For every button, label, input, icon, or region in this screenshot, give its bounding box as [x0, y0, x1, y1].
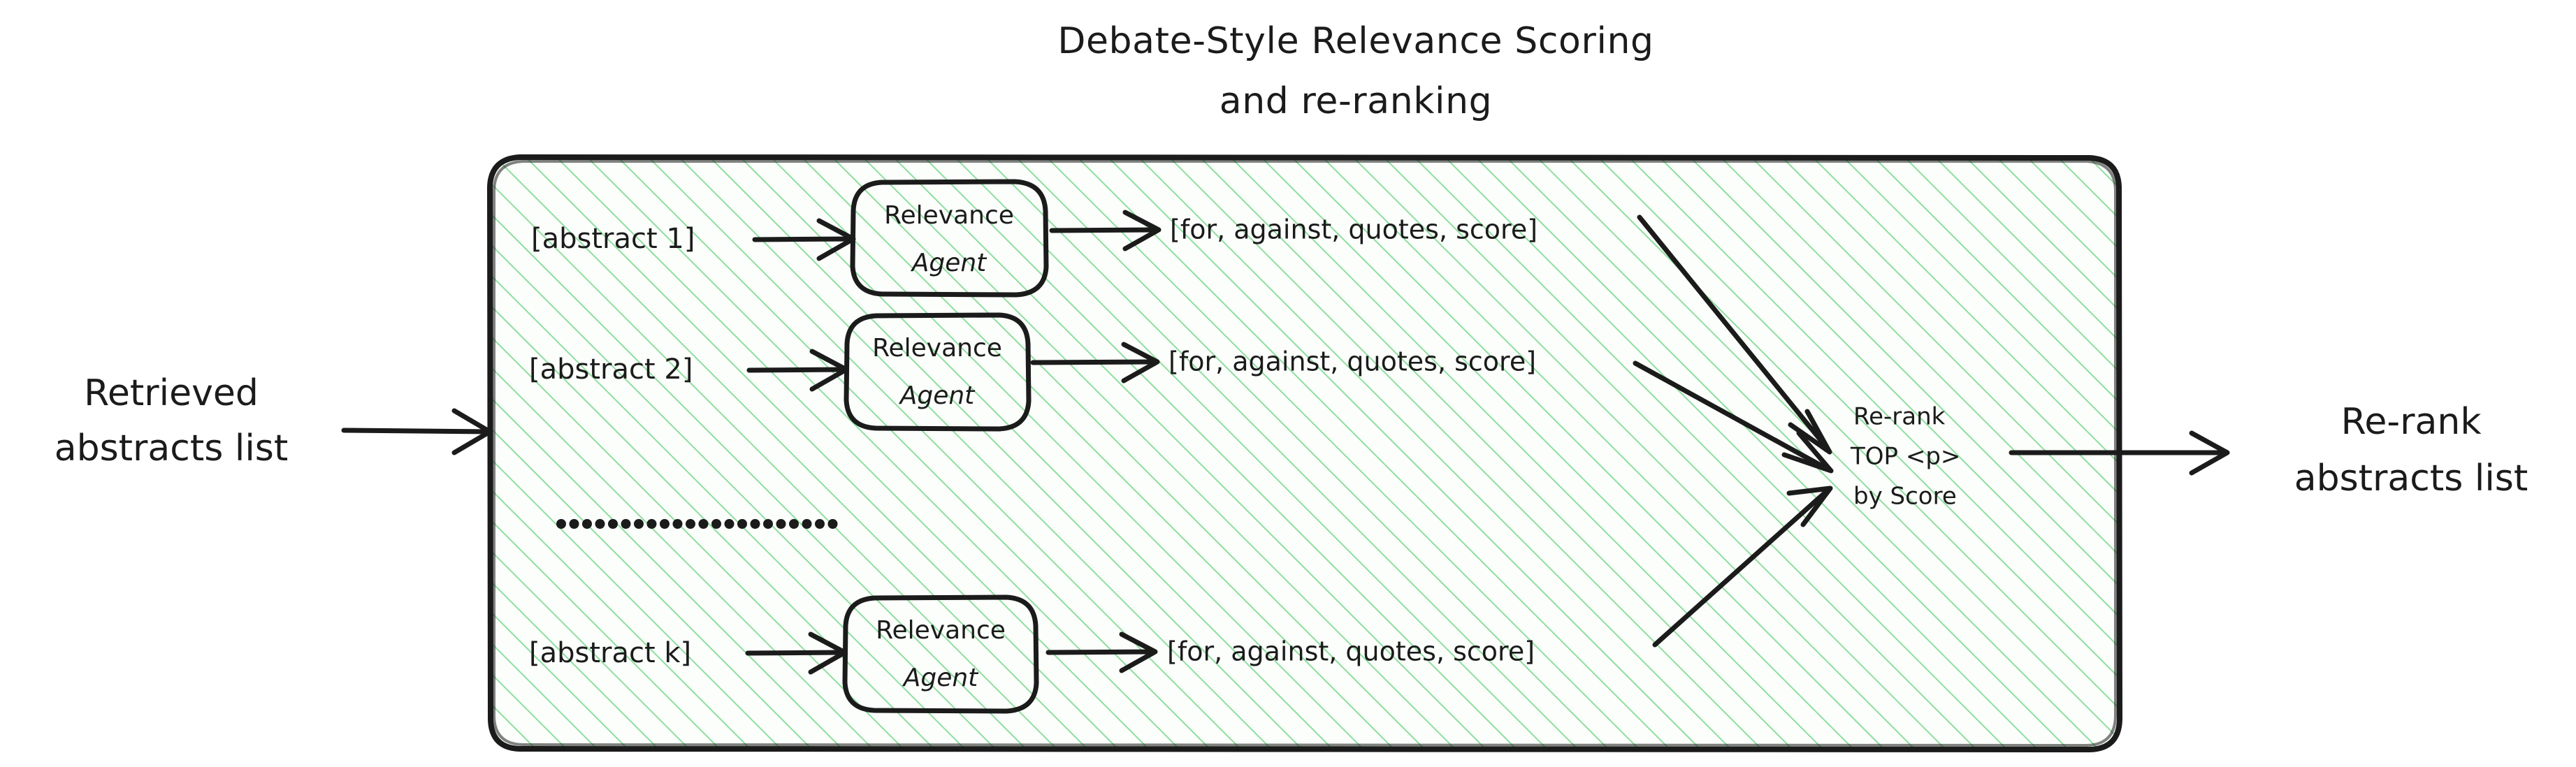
agent-label-3-line-2: Agent [902, 664, 979, 692]
ellipsis-dot [556, 519, 566, 529]
input-label-line-1: Retrieved [84, 372, 259, 414]
ellipsis-dot [686, 519, 695, 529]
ellipsis-dot [608, 519, 618, 529]
agent-label-1-line-1: Relevance [884, 201, 1014, 230]
ellipsis-dot [750, 519, 760, 529]
output-label-line-1: Re-rank [2341, 401, 2482, 443]
ellipsis-dot [789, 519, 799, 529]
agent-label-3-line-1: Relevance [876, 616, 1006, 645]
result-label-3: [for, against, quotes, score] [1167, 636, 1535, 667]
row-3-agent-to-result-arrow-icon [1045, 631, 1158, 673]
ellipsis-dot [724, 519, 735, 529]
rerank-node-line-3: by Score [1853, 483, 1957, 511]
result-3-to-rerank-arrow-icon [1652, 485, 1833, 648]
diagram-title-line-1: Debate-Style Relevance Scoring [1057, 20, 1654, 62]
abstract-label-1: [abstract 1] [531, 223, 695, 255]
ellipsis-dots [556, 519, 838, 529]
process-container-border-pass2 [493, 160, 2117, 747]
diagram-title-line-2: and re-ranking [1220, 80, 1492, 122]
ellipsis-dot [660, 519, 670, 529]
row-2-agent-to-result-arrow-icon [1030, 342, 1160, 384]
process-container-border [487, 154, 2122, 752]
agent-label-1-line-2: Agent [911, 249, 987, 277]
output-label-line-2: abstracts list [2294, 458, 2528, 499]
ellipsis-dot [737, 519, 747, 529]
ellipsis-dot [827, 519, 838, 529]
agent-label-2-line-2: Agent [899, 381, 976, 410]
ellipsis-dot [621, 519, 631, 529]
result-2-to-rerank-arrow-icon [1633, 360, 1834, 474]
rerank-node-line-2: TOP <p> [1850, 443, 1960, 471]
row-1-agent-to-result-arrow-icon [1049, 210, 1162, 251]
abstract-label-2: [abstract 2] [529, 353, 693, 386]
abstract-label-3: [abstract k] [529, 637, 691, 669]
relevance-agent-box-1[interactable] [850, 179, 1049, 298]
ellipsis-dot [802, 519, 812, 529]
ellipsis-dot [646, 519, 657, 529]
ellipsis-dot [595, 519, 605, 529]
ellipsis-dot [711, 519, 721, 529]
result-label-1: [for, against, quotes, score] [1170, 214, 1537, 245]
ellipsis-dot [582, 519, 592, 529]
ellipsis-dot [698, 519, 709, 529]
ellipsis-dot [815, 519, 825, 529]
ellipsis-dot [634, 519, 644, 529]
rerank-node-line-1: Re-rank [1853, 403, 1946, 431]
agent-label-2-line-1: Relevance [872, 334, 1002, 363]
relevance-agent-box-2[interactable] [844, 312, 1032, 432]
ellipsis-dot [569, 519, 579, 529]
result-1-to-rerank-arrow-icon [1637, 214, 1832, 455]
ellipsis-dot [776, 519, 786, 529]
input-label-line-2: abstracts list [55, 428, 289, 469]
input-arrow-icon [341, 408, 493, 455]
result-label-2: [for, against, quotes, score] [1168, 346, 1536, 377]
relevance-agent-box-3[interactable] [842, 594, 1039, 714]
ellipsis-dot [672, 519, 683, 529]
rerank-to-output-arrow-icon [2009, 430, 2230, 476]
ellipsis-dot [763, 519, 773, 529]
